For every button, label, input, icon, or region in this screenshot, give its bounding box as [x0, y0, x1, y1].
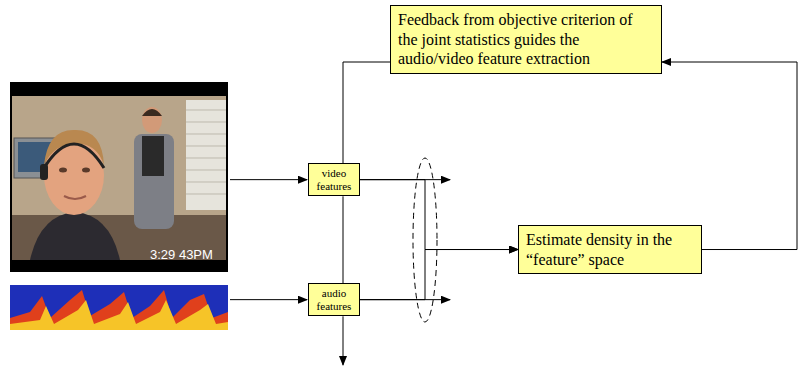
headphone-cup	[40, 164, 48, 180]
standing-person-jacket	[134, 134, 174, 229]
feature-output-arrow	[360, 299, 450, 300]
timestamp-label: 3:29 43PM	[150, 247, 213, 262]
box-text: audio features	[312, 287, 356, 312]
headphones	[44, 144, 104, 168]
connector-arrow	[360, 180, 518, 250]
feature-box: video features	[308, 163, 360, 196]
window-blinds	[186, 100, 226, 210]
spectrogram-peaks	[10, 300, 228, 330]
eye	[59, 168, 67, 173]
standing-person-hair	[142, 109, 162, 116]
feedback-box: Feedback from objective criterion of the…	[390, 5, 662, 74]
standing-person-shirt	[142, 136, 164, 176]
box-text: video features	[312, 167, 356, 192]
feature-box: audio features	[308, 283, 360, 316]
input-arrow	[230, 299, 307, 300]
feature-output-arrow	[360, 179, 450, 180]
process-box: Estimate density in the “feature” space	[518, 225, 702, 274]
box-text: Feedback from objective criterion of the…	[398, 10, 654, 69]
spectrogram	[10, 285, 228, 330]
mouth	[64, 196, 86, 199]
spectrogram-energy	[10, 290, 228, 330]
blind-slats	[186, 110, 226, 194]
box-text: Estimate density in the “feature” space	[526, 230, 694, 269]
input-arrow	[230, 179, 307, 180]
connector-arrow	[343, 196, 344, 283]
connector-arrow	[360, 250, 518, 300]
eye	[82, 168, 90, 173]
connector-arrow	[662, 62, 797, 250]
standing-person-head	[142, 107, 162, 133]
connector-arrow	[343, 62, 390, 163]
office-wall	[12, 96, 226, 260]
feedback-continuation-arrow	[343, 316, 344, 365]
seated-person-shirt	[30, 212, 120, 260]
video-frame	[10, 82, 228, 272]
seated-person-hair	[44, 130, 104, 165]
